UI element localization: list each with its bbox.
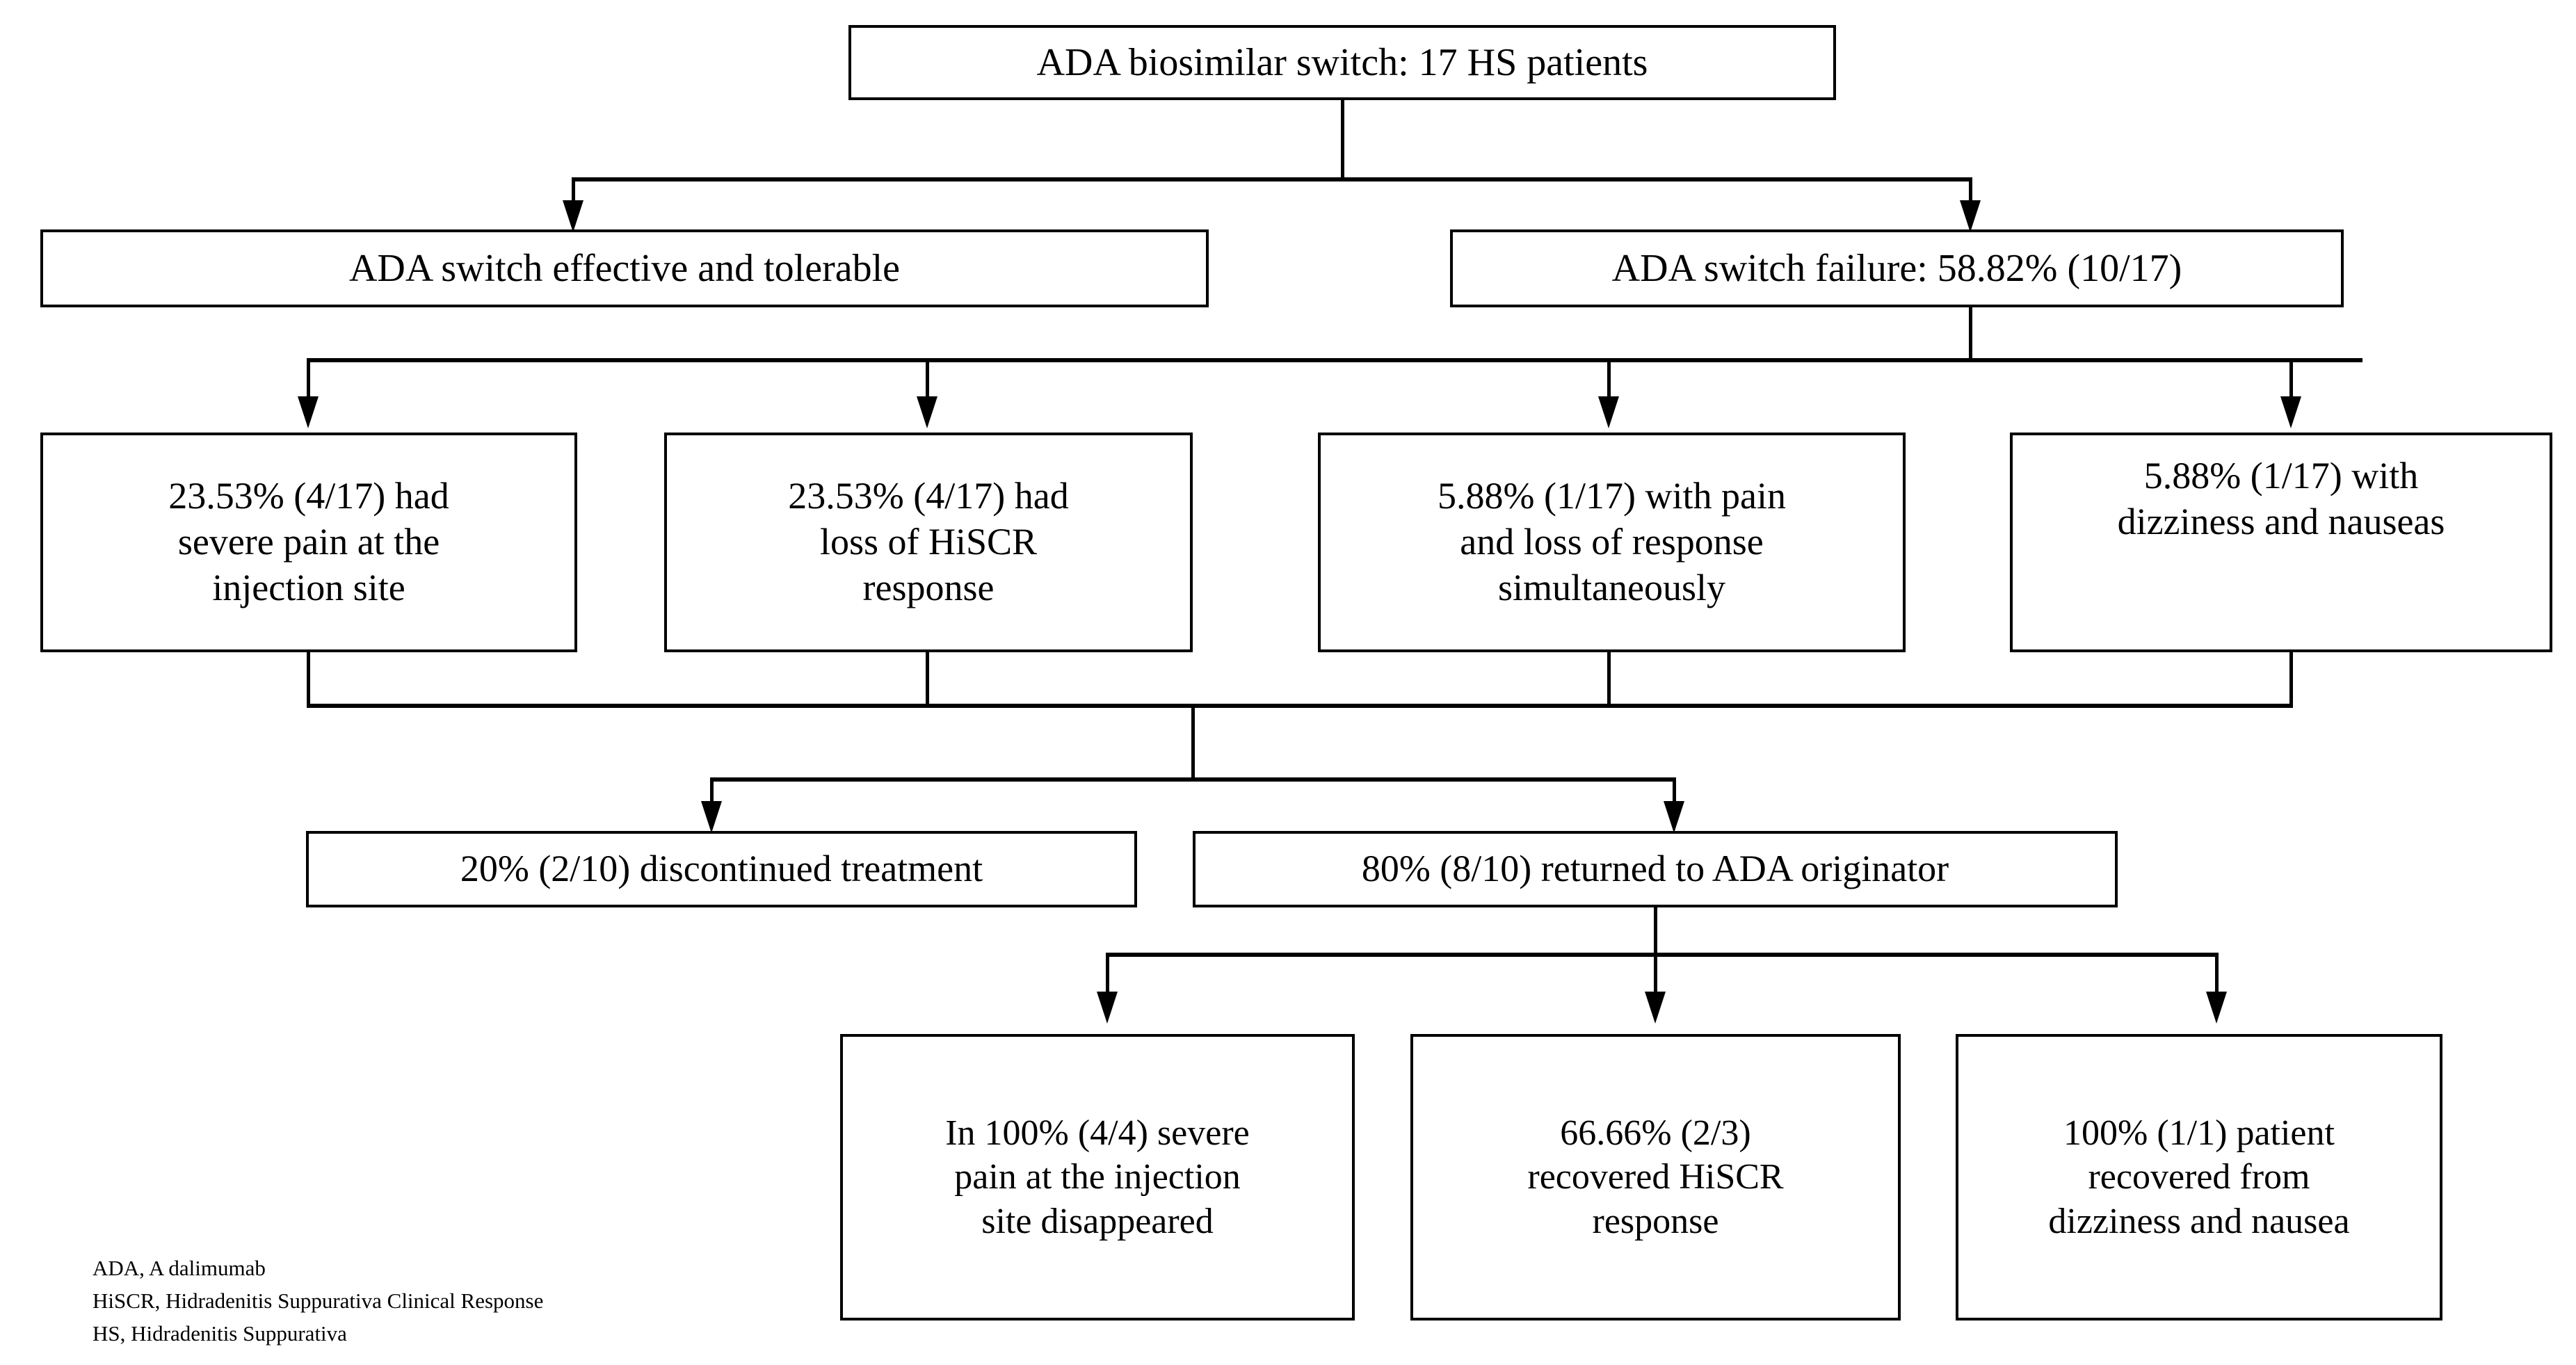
arrowhead-to-discontinued <box>701 801 722 833</box>
connector-l3-drop-2 <box>926 358 929 401</box>
arrowhead-to-dizziness <box>2280 396 2301 428</box>
node-severe-pain-injection-site[interactable]: 23.53% (4/17) had severe pain at the inj… <box>40 433 577 652</box>
node-loss-of-hiscr-response[interactable]: 23.53% (4/17) had loss of HiSCR response <box>664 433 1193 652</box>
node-label: 23.53% (4/17) had severe pain at the inj… <box>168 475 449 608</box>
arrowhead-to-pain-and-loss <box>1598 396 1619 428</box>
node-discontinued-treatment[interactable]: 20% (2/10) discontinued treatment <box>306 831 1137 907</box>
node-label: ADA biosimilar switch: 17 HS patients <box>1036 40 1648 84</box>
node-label: 5.88% (1/17) with pain and loss of respo… <box>1438 475 1786 608</box>
connector-l4-stem <box>1191 704 1195 780</box>
node-label: ADA switch failure: 58.82% (10/17) <box>1611 246 2182 290</box>
node-recovered-from-dizziness-nausea[interactable]: 100% (1/1) patient recovered from dizzin… <box>1956 1034 2442 1320</box>
connector-l3-drop-1 <box>307 358 310 401</box>
node-ada-switch-failure[interactable]: ADA switch failure: 58.82% (10/17) <box>1450 229 2344 307</box>
node-label: ADA switch effective and tolerable <box>348 246 900 290</box>
arrowhead-to-loss-hiscr <box>917 396 937 428</box>
connector-l5-split-bar <box>1106 953 2219 957</box>
node-pain-and-loss-simultaneously[interactable]: 5.88% (1/17) with pain and loss of respo… <box>1318 433 1906 652</box>
connector-l1-drop-right <box>1969 177 1972 205</box>
connector-l4-drop-left <box>710 777 714 807</box>
connector-l3-merge-bar <box>307 704 2293 708</box>
abbreviation-legend: ADA, A dalimumab HiSCR, Hidradenitis Sup… <box>92 1256 544 1346</box>
connector-l5-drop-2 <box>1654 953 1657 996</box>
arrowhead-to-recovered-dizziness <box>2206 992 2227 1024</box>
connector-l5-drop-1 <box>1106 953 1109 996</box>
arrowhead-to-failure <box>1960 200 1981 232</box>
connector-failure-stem <box>1969 307 1972 360</box>
connector-l3-drop-4 <box>2289 358 2293 401</box>
arrowhead-to-returned-originator <box>1664 801 1684 833</box>
node-label: In 100% (4/4) severe pain at the injecti… <box>945 1113 1250 1241</box>
connector-l4-drop-right <box>1673 777 1676 807</box>
node-label: 66.66% (2/3) recovered HiSCR response <box>1527 1113 1784 1241</box>
node-label: 23.53% (4/17) had loss of HiSCR response <box>788 475 1069 608</box>
node-returned-to-ada-originator[interactable]: 80% (8/10) returned to ADA originator <box>1193 831 2118 907</box>
node-label: 100% (1/1) patient recovered from dizzin… <box>2048 1113 2350 1241</box>
connector-merge-stem-4 <box>2289 652 2293 706</box>
connector-l5-drop-3 <box>2215 953 2219 996</box>
arrowhead-to-pain-disappeared <box>1097 992 1118 1024</box>
connector-l5-stem <box>1654 907 1657 955</box>
connector-merge-stem-2 <box>926 652 929 706</box>
connector-l1-stem <box>1341 100 1344 179</box>
arrowhead-to-effective <box>563 200 583 232</box>
connector-l1-split-bar <box>572 177 1972 181</box>
node-recovered-hiscr-response[interactable]: 66.66% (2/3) recovered HiSCR response <box>1410 1034 1901 1320</box>
node-label: 80% (8/10) returned to ADA originator <box>1361 848 1949 890</box>
connector-l4-split-bar <box>710 777 1676 782</box>
connector-l3-split-bar <box>307 358 2362 362</box>
connector-l3-drop-3 <box>1607 358 1611 401</box>
connector-merge-stem-3 <box>1607 652 1611 706</box>
node-label: 20% (2/10) discontinued treatment <box>460 848 983 890</box>
connector-l1-drop-left <box>572 177 575 205</box>
node-dizziness-and-nauseas[interactable]: 5.88% (1/17) with dizziness and nauseas <box>2010 433 2552 652</box>
arrowhead-to-severe-pain <box>298 396 319 428</box>
node-label: 5.88% (1/17) with dizziness and nauseas <box>2117 455 2445 542</box>
node-ada-switch-effective[interactable]: ADA switch effective and tolerable <box>40 229 1209 307</box>
arrowhead-to-recovered-hiscr <box>1645 992 1666 1024</box>
node-ada-biosimilar-switch[interactable]: ADA biosimilar switch: 17 HS patients <box>848 25 1836 100</box>
connector-merge-stem-1 <box>307 652 310 706</box>
node-severe-pain-disappeared[interactable]: In 100% (4/4) severe pain at the injecti… <box>840 1034 1355 1320</box>
